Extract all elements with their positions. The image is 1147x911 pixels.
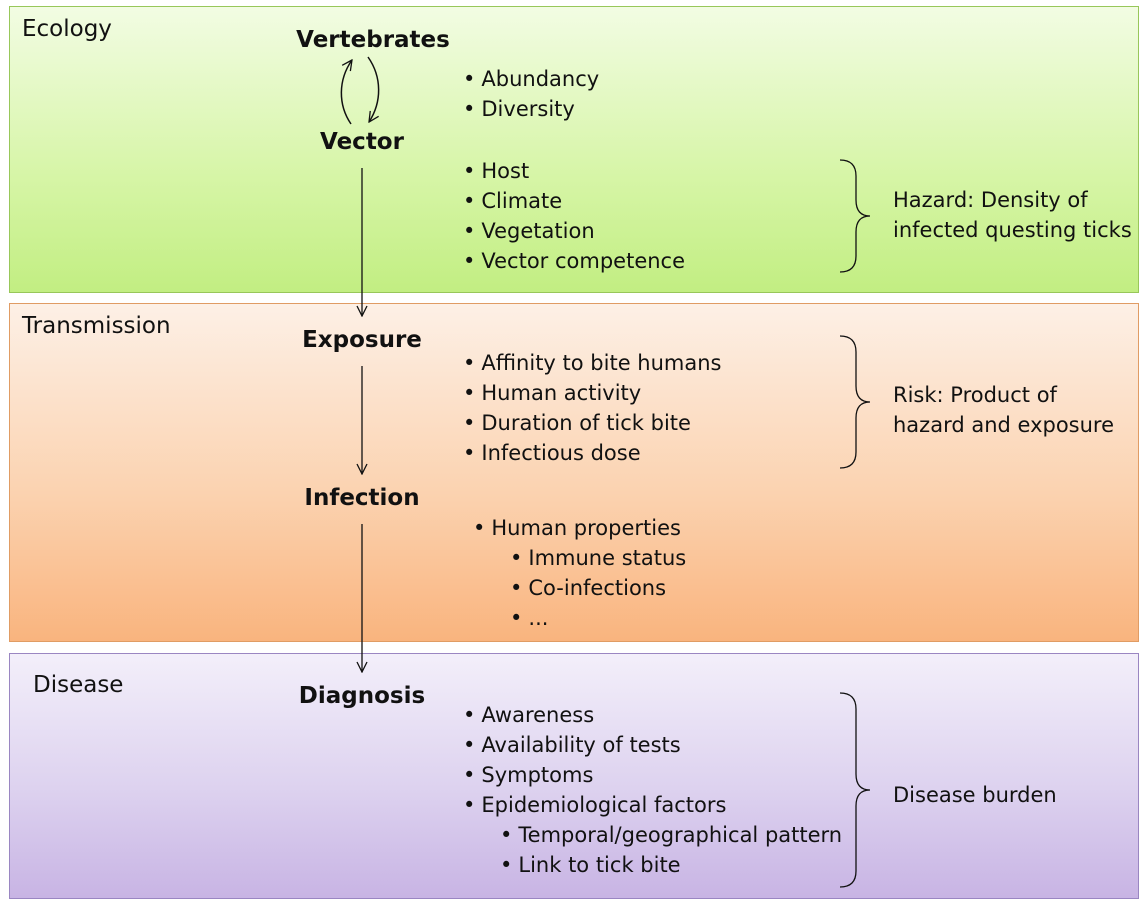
outcome-hazard-line: Hazard: Density of (893, 188, 1088, 212)
factor-subitem: Link to tick bite (500, 850, 842, 880)
factor-item: Host (463, 156, 685, 186)
node-vector: Vector (320, 129, 404, 155)
factor-list-exposure: Affinity to bite humans Human activity D… (463, 348, 722, 468)
node-diagnosis: Diagnosis (298, 683, 426, 709)
brace-burden (839, 692, 871, 888)
factor-list-vertebrates: Abundancy Diversity (463, 64, 599, 124)
factor-item: Climate (463, 186, 685, 216)
factor-item: Duration of tick bite (463, 408, 722, 438)
outcome-hazard-line: infected questing ticks (893, 218, 1132, 242)
factor-item: Awareness (463, 700, 842, 730)
outcome-risk-line: Risk: Product of (893, 383, 1057, 407)
factor-item: Diversity (463, 94, 599, 124)
brace-risk (839, 335, 871, 469)
outcome-hazard: Hazard: Density of infected questing tic… (893, 185, 1132, 245)
factor-item: Human activity (463, 378, 722, 408)
factor-item: Abundancy (463, 64, 599, 94)
factor-item: Epidemiological factors (463, 790, 842, 820)
node-exposure: Exposure (302, 327, 422, 353)
node-infection: Infection (304, 485, 420, 511)
band-label-transmission: Transmission (22, 313, 171, 339)
factor-item: Symptoms (463, 760, 842, 790)
cycle-arrow-down (367, 56, 380, 122)
factor-item: Human properties (473, 513, 686, 543)
factor-item: Availability of tests (463, 730, 842, 760)
factor-sublist: Temporal/geographical pattern Link to ti… (463, 820, 842, 880)
factor-list-vector: Host Climate Vegetation Vector competenc… (463, 156, 685, 276)
band-label-ecology: Ecology (22, 16, 112, 42)
band-label-disease: Disease (33, 672, 124, 698)
brace-hazard (839, 159, 871, 273)
factor-sublist: Immune status Co-infections ... (473, 543, 686, 633)
factor-subitem: Immune status (510, 543, 686, 573)
factor-list-diagnosis: Awareness Availability of tests Symptoms… (463, 700, 842, 880)
factor-item: Vector competence (463, 246, 685, 276)
factor-subitem: Co-infections (510, 573, 686, 603)
factor-item: Affinity to bite humans (463, 348, 721, 378)
outcome-risk: Risk: Product of hazard and exposure (893, 380, 1114, 440)
cycle-arrow-up (340, 60, 352, 125)
node-vertebrates: Vertebrates (296, 27, 450, 53)
factor-subitem: Temporal/geographical pattern (500, 820, 842, 850)
factor-item: Vegetation (463, 216, 685, 246)
outcome-burden: Disease burden (893, 783, 1057, 807)
factor-list-infection: Human properties Immune status Co-infect… (473, 513, 686, 633)
outcome-risk-line: hazard and exposure (893, 413, 1115, 437)
factor-item: Infectious dose (463, 438, 722, 468)
factor-subitem: ... (510, 603, 686, 633)
